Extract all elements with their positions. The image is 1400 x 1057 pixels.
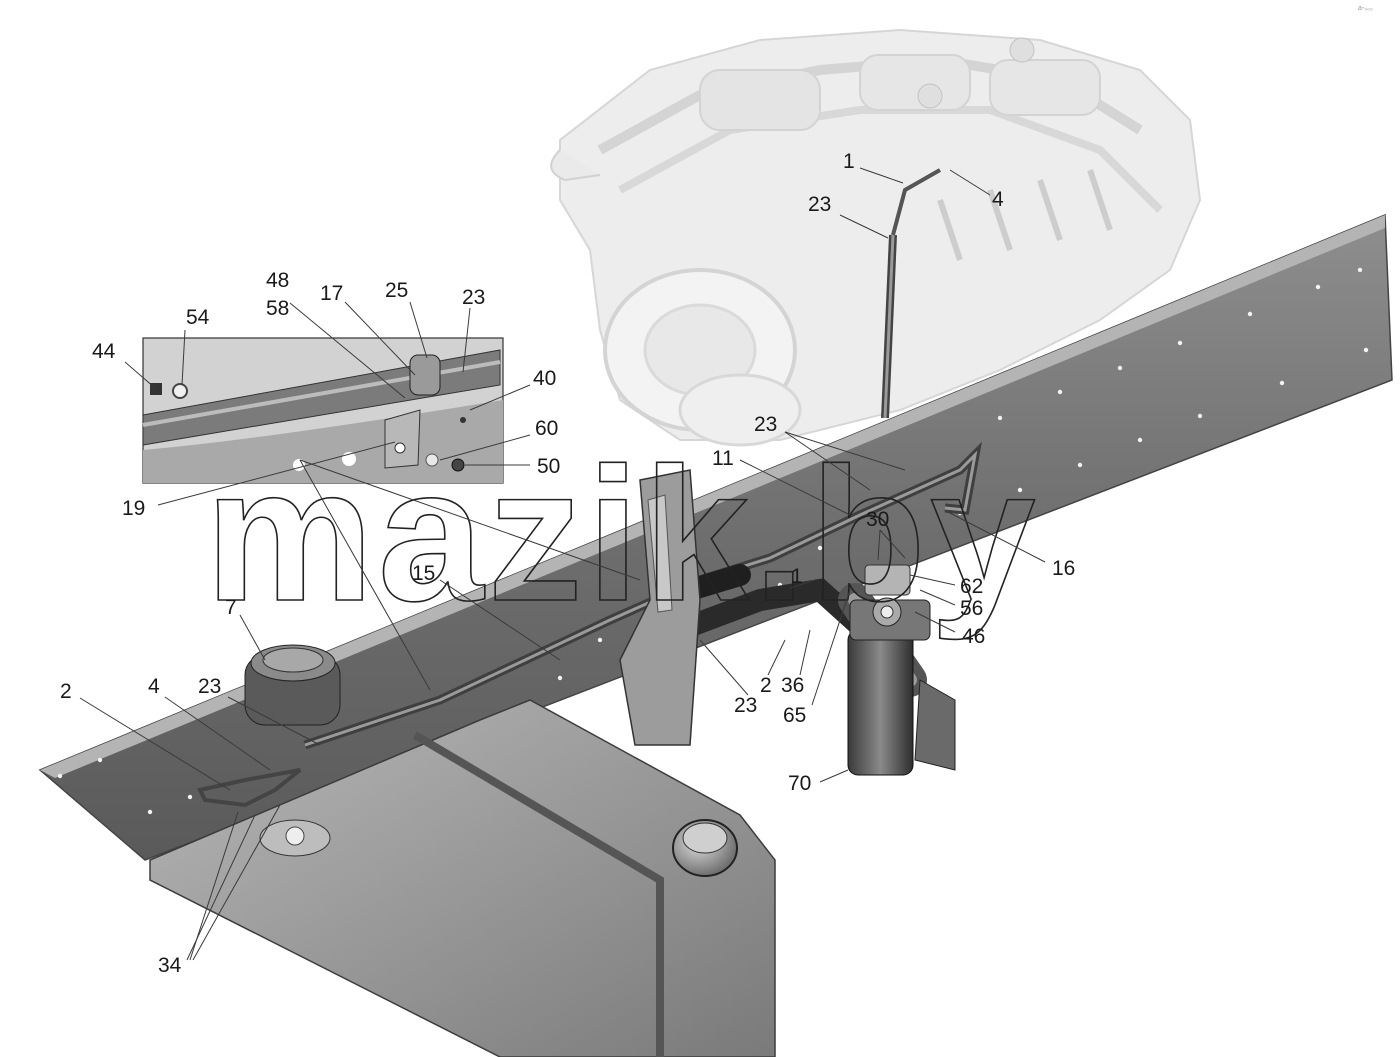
corner-mark: а-₀₀₀ xyxy=(1358,5,1373,12)
mounting-bracket xyxy=(619,469,701,746)
callout-label: 23 xyxy=(808,193,831,216)
callout-label: 48 xyxy=(266,269,289,292)
callout-label: 36 xyxy=(781,674,804,697)
engine-ghost xyxy=(550,28,1202,447)
callout-label: 65 xyxy=(783,704,806,727)
expansion-tank xyxy=(244,644,341,726)
callout-label: 2 xyxy=(760,674,772,697)
callout-label: 1 xyxy=(843,150,855,173)
callout-label: 58 xyxy=(266,297,289,320)
leader-lines xyxy=(79,167,1046,961)
callout-label: 11 xyxy=(712,447,734,470)
callout-label: 23 xyxy=(734,694,757,717)
callout-label: 1 xyxy=(791,565,803,588)
callout-label: 70 xyxy=(788,772,811,795)
callout-label: 19 xyxy=(122,497,145,520)
callout-label: 46 xyxy=(962,625,985,648)
callout-label: 25 xyxy=(385,279,408,302)
fuel-tank xyxy=(149,699,776,1057)
callout-label: 50 xyxy=(537,455,560,478)
callout-label: 34 xyxy=(158,954,182,977)
callout-label: 7 xyxy=(225,596,237,619)
callout-label: 15 xyxy=(412,562,435,585)
callout-label: 4 xyxy=(148,675,160,698)
watermark: mazik.by xyxy=(205,429,1040,641)
callout-label: 40 xyxy=(533,367,556,390)
callout-label: 54 xyxy=(186,306,210,329)
callout-label: 62 xyxy=(960,575,983,598)
callout-label: 44 xyxy=(92,340,116,363)
callout-label: 16 xyxy=(1052,557,1075,580)
frame-rail xyxy=(38,213,1393,861)
callout-label: 56 xyxy=(960,597,983,620)
callout-label: 60 xyxy=(535,417,558,440)
callout-label: 17 xyxy=(320,282,343,305)
callout-label: 23 xyxy=(754,413,777,436)
callout-labels: 1 4 23 48 58 17 25 23 54 44 40 60 50 19 … xyxy=(60,150,1075,977)
callout-label: 4 xyxy=(992,188,1004,211)
callout-label: 23 xyxy=(462,286,485,309)
callout-label: 23 xyxy=(198,675,221,698)
callout-label: 30 xyxy=(866,508,889,531)
callout-label: 2 xyxy=(60,680,72,703)
fuel-filter xyxy=(847,564,956,776)
